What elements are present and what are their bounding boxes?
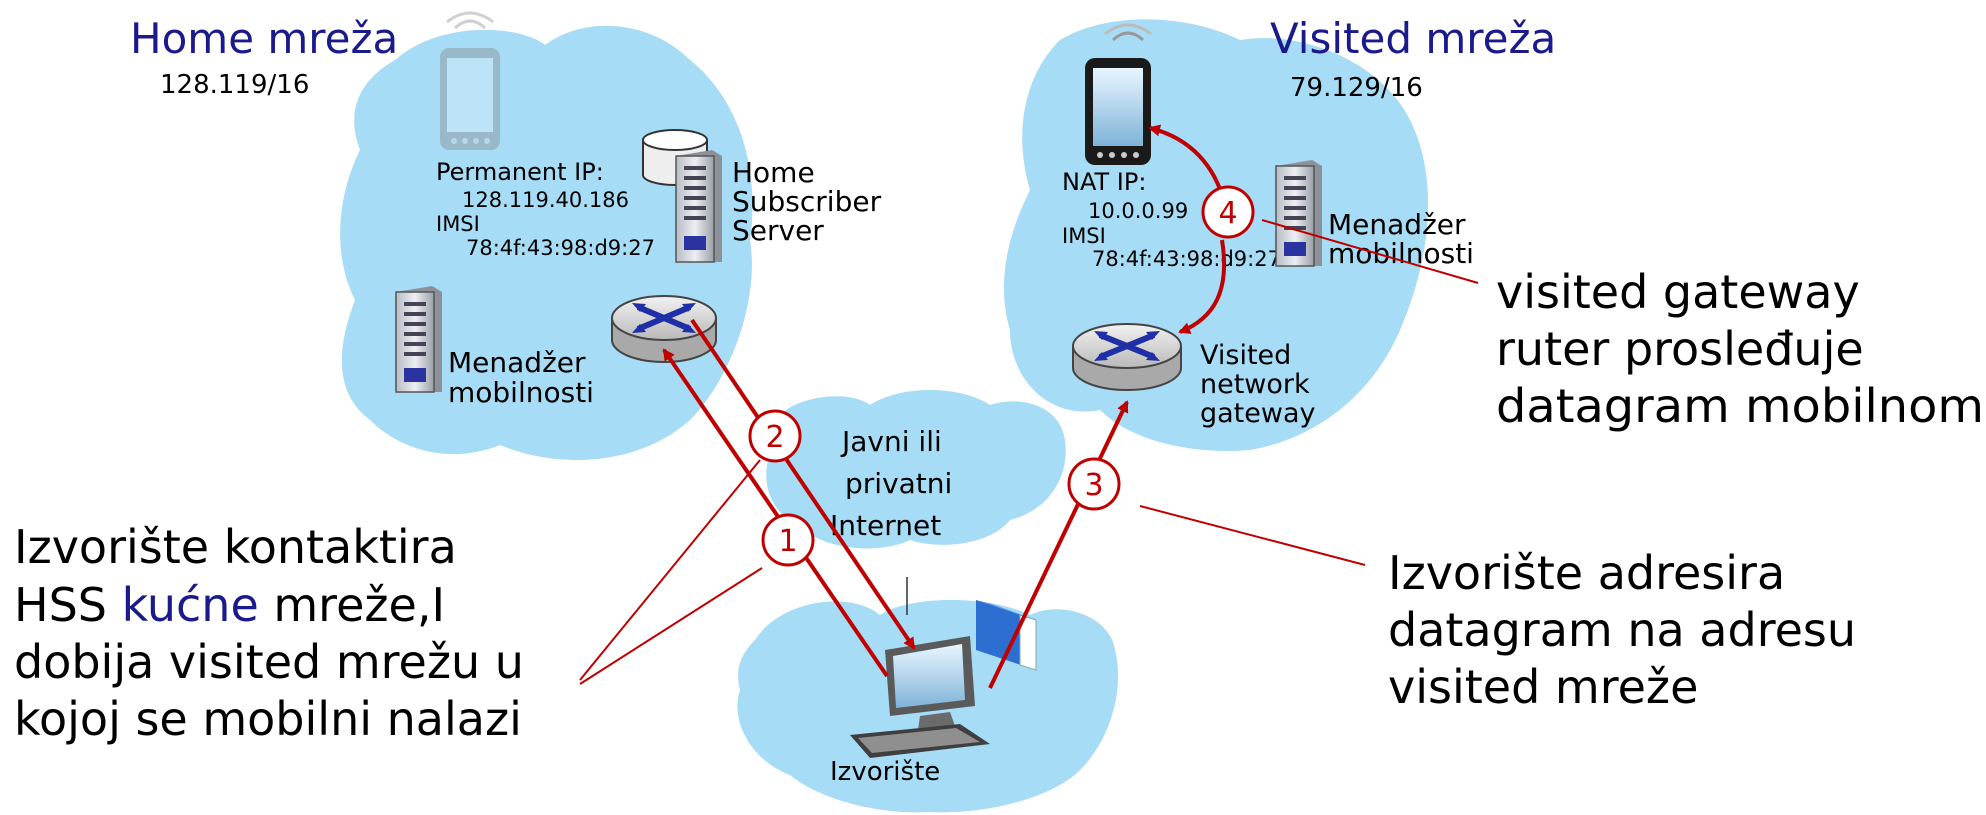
visited-mm-label-line1: Menadžer	[1328, 208, 1466, 241]
step-4-badge: 4	[1201, 185, 1255, 239]
step-1-badge: 1	[761, 513, 815, 567]
callout-right-bottom-line	[1139, 505, 1366, 566]
home-router-icon	[611, 295, 717, 363]
source-label: Izvorište	[830, 757, 940, 787]
hss-server-icon	[675, 150, 722, 263]
callout-left-line2: HSS kućne mreže,I	[14, 578, 445, 632]
home-network-prefix: 128.119/16	[160, 70, 309, 100]
svg-text:2: 2	[765, 420, 784, 455]
home-imsi-value: 78:4f:43:98:d9:27	[466, 236, 655, 260]
visited-network-prefix: 79.129/16	[1290, 73, 1423, 103]
callout-left-line-a	[579, 459, 761, 681]
callout-left-line4: kojoj se mobilni nalazi	[14, 692, 522, 746]
arrow-step-3	[988, 400, 1129, 689]
internet-label-line2: privatni	[845, 467, 952, 500]
callout-right-top-line2: ruter prosleđuje	[1496, 322, 1864, 376]
visited-imsi-label: IMSI	[1062, 224, 1106, 248]
visited-imsi-value: 78:4f:43:98:d9:27	[1092, 247, 1281, 271]
callout-right-top-line3: datagram mobilnom	[1496, 379, 1984, 433]
home-network-title: Home mreža	[130, 14, 398, 63]
callout-right-top-line1: visited gateway	[1496, 265, 1860, 319]
visited-mm-label-line2: mobilnosti	[1328, 237, 1474, 270]
visited-gw-label-line3: gateway	[1200, 398, 1316, 429]
visited-gw-label-line1: Visited	[1200, 340, 1291, 371]
visited-network-title: Visited mreža	[1270, 14, 1556, 63]
arrow-step-1	[662, 348, 889, 678]
home-imsi-label: IMSI	[436, 212, 480, 236]
arrow-step-2	[690, 318, 916, 650]
callout-left-line-b	[579, 567, 763, 685]
step-2-badge: 2	[748, 409, 802, 463]
nat-ip-value: 10.0.0.99	[1088, 199, 1188, 223]
internet-label-line1: Javni ili	[840, 425, 942, 458]
hss-label-line3: Server	[732, 214, 824, 247]
nat-ip-label: NAT IP:	[1062, 168, 1146, 196]
home-mm-label-line1: Menadžer	[448, 346, 586, 379]
callout-right-bottom-line3: visited mreže	[1388, 660, 1698, 714]
home-phone-icon	[440, 11, 500, 150]
visited-gw-label-line2: network	[1200, 369, 1310, 400]
callout-right-bottom-line2: datagram na adresu	[1388, 603, 1856, 657]
visited-mobility-manager-server-icon	[1275, 160, 1322, 267]
home-mobility-manager-server-icon	[395, 286, 442, 393]
hss-label-line2: Subscriber	[732, 185, 882, 218]
source-computer-icon	[850, 636, 990, 758]
home-mm-label-line2: mobilnosti	[448, 376, 594, 409]
callout-right-bottom-line1: Izvorište adresira	[1388, 546, 1785, 600]
callout-left-line3: dobija visited mrežu u	[14, 635, 524, 689]
firewall-icon	[976, 600, 1037, 671]
callout-right-top-line	[1261, 219, 1479, 284]
permanent-ip-label: Permanent IP:	[436, 158, 604, 186]
callout-left-line1: Izvorište kontaktira	[14, 520, 457, 574]
internet-cloud	[764, 390, 1066, 549]
svg-text:1: 1	[778, 524, 797, 559]
svg-text:3: 3	[1084, 468, 1103, 503]
internet-label-line3: Internet	[830, 509, 941, 542]
svg-text:4: 4	[1218, 196, 1237, 231]
arrow-step-4-to-gateway	[1178, 239, 1227, 334]
step-3-badge: 3	[1067, 457, 1121, 511]
visited-gateway-router-icon	[1072, 323, 1182, 391]
hss-label-line1: Home	[732, 156, 815, 189]
mobile-phone-icon	[1085, 23, 1152, 165]
permanent-ip-value: 128.119.40.186	[462, 188, 629, 212]
